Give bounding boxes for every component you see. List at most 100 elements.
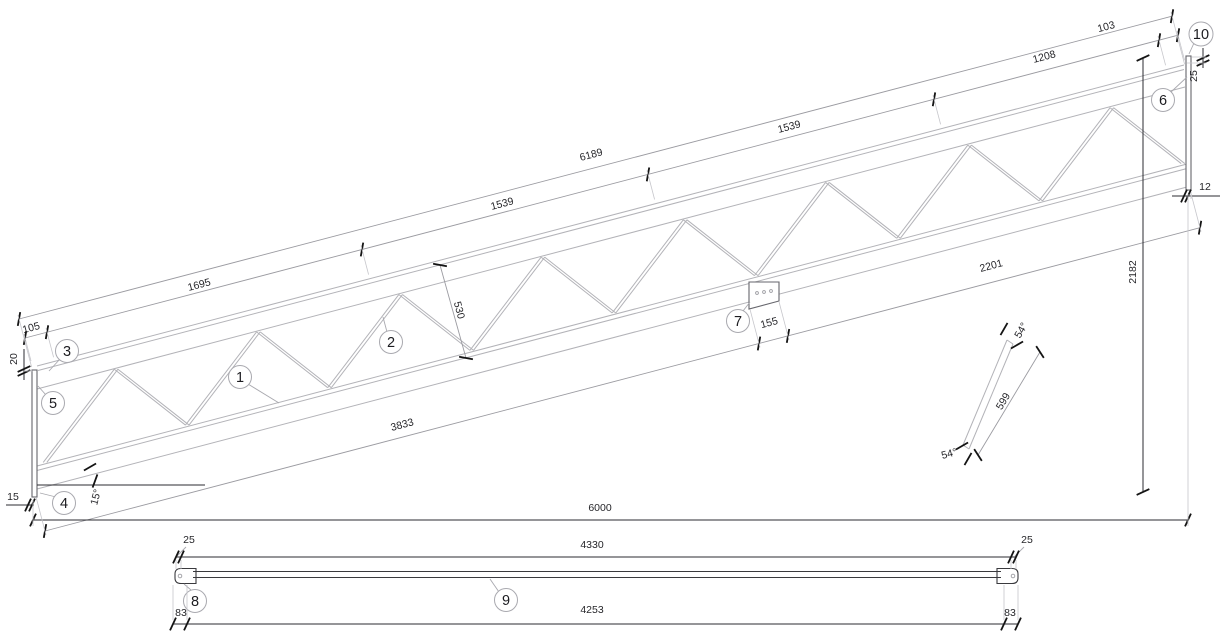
web-member-line (971, 144, 1043, 202)
bottom-chord-face-edge (36, 168, 1188, 471)
extension-line (45, 328, 54, 358)
dim-label-530: 530 (451, 300, 467, 320)
dimension-tick (973, 448, 983, 462)
dimension-tick (955, 441, 969, 451)
dim-label-105: 105 (21, 320, 41, 336)
dimension-tick (1000, 617, 1008, 631)
dim-label-155: 155 (759, 315, 779, 331)
web-member-line (42, 368, 115, 463)
dimension-tick (1007, 550, 1015, 564)
dim-label-6189: 6189 (578, 146, 604, 164)
part-number-7: 7 (734, 314, 742, 330)
truss-bottom-chord (36, 163, 1188, 490)
web-member-line (896, 144, 969, 239)
dim-label-1695: 1695 (186, 276, 212, 294)
part-balloon-10 (1188, 21, 1214, 47)
dim-label-83-left: 83 (175, 607, 187, 619)
web-member-line (544, 256, 617, 314)
web-member-line (683, 219, 755, 277)
tie-bar-right-end-fitting (996, 567, 1019, 585)
left-fitting-hole (177, 573, 183, 579)
top-chord-inner-edge (36, 86, 1186, 390)
dim-label-83-right: 83 (1004, 607, 1016, 619)
web-member-line (686, 219, 759, 277)
dimension-tick (1014, 617, 1022, 631)
balloon-leader (1188, 42, 1195, 55)
dim-label-25-topright: 25 (1188, 70, 1200, 82)
detail-member-edge (968, 343, 1014, 450)
part-number-5: 5 (49, 396, 57, 412)
top-chord-face-edge (37, 69, 1185, 371)
dimension-tick (458, 355, 474, 361)
diagonal-member-detail (962, 339, 1014, 450)
web-member-line (256, 331, 329, 389)
connection-plate-outline (748, 281, 780, 310)
web-member-line (117, 368, 190, 426)
part-balloon-7 (726, 309, 750, 333)
web-member-line (540, 256, 613, 314)
part-number-4: 4 (60, 496, 68, 512)
part-balloon-3 (55, 339, 79, 363)
extension-line (646, 170, 655, 200)
balloon-leader (48, 358, 61, 372)
dimension-tick (1136, 54, 1150, 62)
dimension-tick (177, 550, 185, 564)
part-balloon-6 (1151, 88, 1175, 112)
dim-label-15deg: 15° (88, 488, 104, 506)
dim-label-54-top: 54° (1012, 321, 1030, 341)
part-balloon-2 (379, 330, 403, 354)
balloon-leader (489, 578, 500, 593)
dim-label-4253: 4253 (580, 604, 604, 616)
dim-label-1539-a: 1539 (489, 195, 515, 213)
part-number-10: 10 (1193, 27, 1209, 43)
dim-label-1208: 1208 (1031, 48, 1057, 66)
dimension-tick (183, 617, 191, 631)
dimension-tick (999, 322, 1009, 336)
web-member-line (828, 182, 901, 239)
web-member-line (469, 256, 542, 351)
extension-line (932, 95, 941, 125)
part-balloons: 1 2 3 4 5 6 7 8 9 10 (37, 21, 1214, 613)
balloon-leader (183, 583, 192, 591)
balloon-leader (37, 385, 47, 396)
web-member-line (398, 294, 471, 351)
tie-bar-assembly (173, 546, 1025, 625)
bottom-dim-chain-line (44, 227, 1201, 532)
detail-member-edge (962, 339, 1008, 446)
web-member-line (473, 256, 546, 351)
depth-530-dim-line (439, 264, 467, 359)
dim-label-54-bottom: 54° (940, 446, 958, 462)
web-member-line (327, 294, 400, 388)
right-end-plate (1185, 55, 1192, 191)
dim-label-1539-b: 1539 (776, 118, 802, 136)
extension-line (778, 301, 790, 340)
dim-599-line (977, 351, 1041, 456)
part-number-6: 6 (1159, 93, 1167, 109)
bottom-chord-outer-edge (36, 186, 1188, 490)
web-member-line (1038, 107, 1111, 202)
dimension-tick (83, 462, 97, 472)
truss-web-members (42, 107, 1186, 463)
dimension-tick (432, 262, 448, 268)
dim-label-25-right: 25 (1021, 534, 1033, 546)
dimension-tick (17, 365, 31, 373)
part-balloon-1 (228, 365, 252, 389)
part-number-8: 8 (191, 594, 199, 610)
dim-label-6000: 6000 (588, 502, 612, 514)
dim-label-4330: 4330 (580, 539, 604, 551)
extension-line (23, 333, 32, 362)
web-member-line (899, 144, 972, 239)
part-balloon-9 (494, 588, 518, 612)
dim-label-2201: 2201 (978, 257, 1004, 275)
extension-line (360, 245, 369, 275)
extension-line (1190, 193, 1202, 232)
web-member-line (46, 368, 119, 463)
bottom-chord-inner-edge (36, 163, 1188, 467)
web-member-line (611, 219, 684, 314)
web-member-line (757, 182, 830, 276)
detail-member-end-cut (1006, 339, 1014, 345)
web-member-line (754, 182, 826, 276)
extension-line (17, 314, 32, 368)
